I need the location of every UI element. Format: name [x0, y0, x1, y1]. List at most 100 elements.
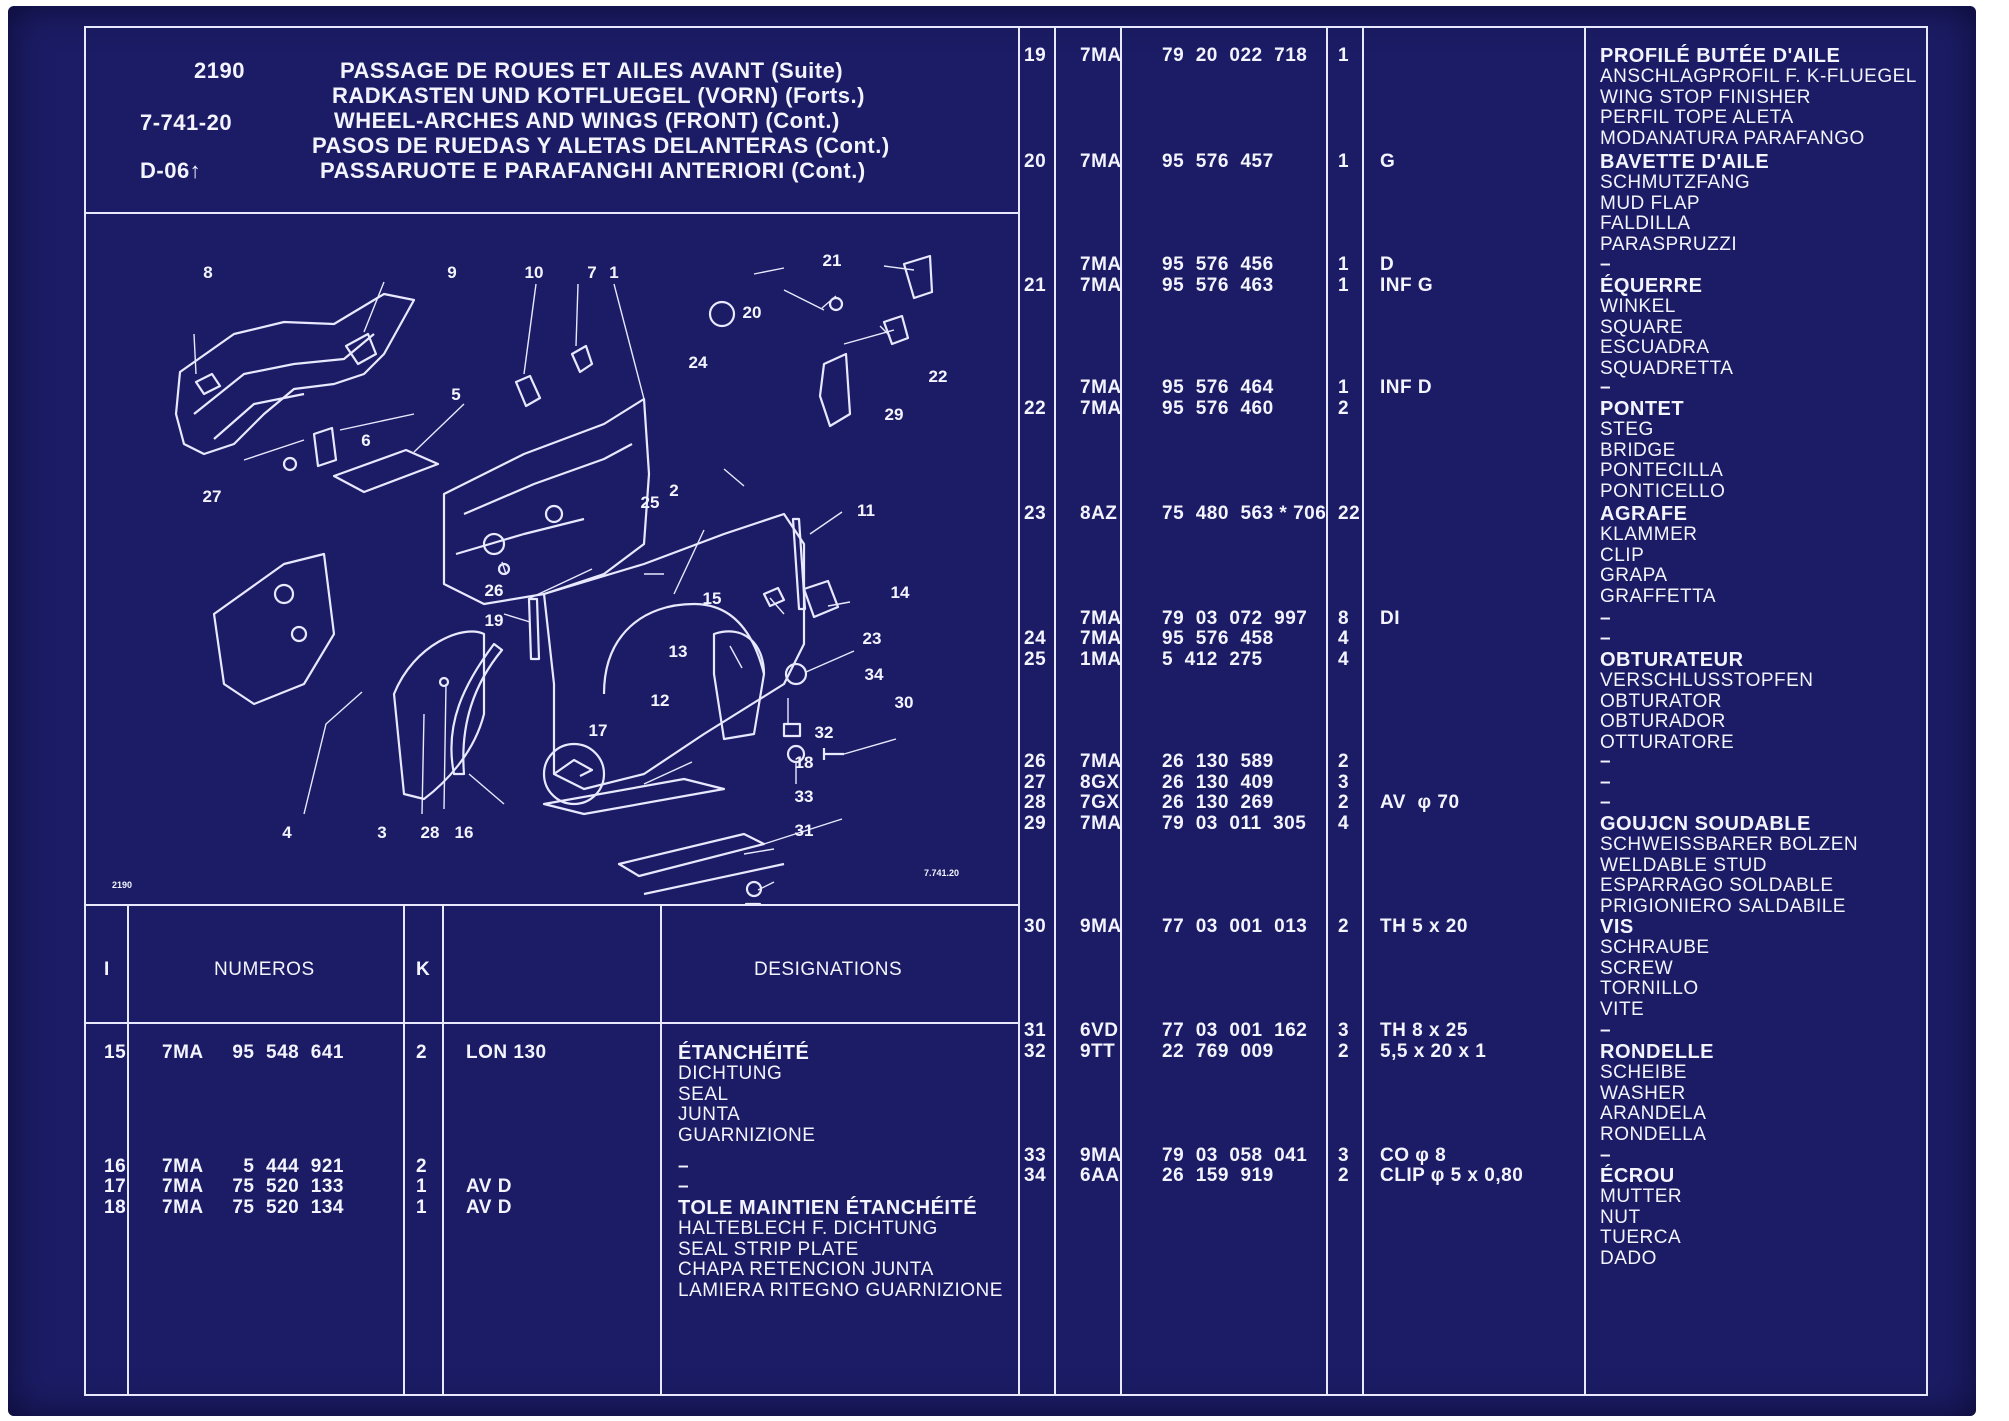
col-header-numeros: NUMEROS: [214, 959, 315, 980]
row-designation: JUNTA: [678, 1104, 741, 1126]
row-index: 23: [1024, 503, 1047, 524]
row-designation: OBTURATEUR: [1600, 649, 1744, 671]
table-header-line: [84, 1022, 1020, 1024]
row-note: DI: [1380, 608, 1400, 629]
row-qty: 2: [416, 1042, 428, 1063]
part-14: [802, 579, 840, 619]
row-qty: 8: [1338, 608, 1350, 629]
row-designation: BAVETTE D'AILE: [1600, 151, 1770, 173]
row-designation: CHAPA RETENCION JUNTA: [678, 1259, 934, 1281]
col-header-k: K: [416, 959, 431, 980]
row-note: AV D: [466, 1176, 512, 1197]
row-qty: 4: [1338, 813, 1350, 834]
row-designation: PERFIL TOPE ALETA: [1600, 107, 1794, 129]
row-number: 26 159 919: [1162, 1165, 1274, 1186]
callout-9: 9: [447, 263, 456, 282]
row-code: 8AZ: [1080, 503, 1118, 524]
blueprint-slide: 2190 7-741-20 D-06↑ PASSAGE DE ROUES ET …: [8, 6, 1976, 1416]
col-divider-k: [442, 904, 444, 1396]
row-designation: ÉTANCHÉITÉ: [678, 1042, 810, 1064]
row-qty: 3: [1338, 1020, 1350, 1041]
row-number: 22 769 009: [1162, 1041, 1274, 1062]
part-23: [784, 662, 808, 686]
front-apron: [442, 397, 651, 606]
part-24: [708, 300, 736, 328]
row-designation: –: [1600, 1020, 1612, 1041]
row-code: 7MA: [1080, 45, 1122, 66]
callout-numbers: 1 2 3 4 5 6 7 8 9 10 11 12 13 14 15 16 1…: [203, 251, 948, 842]
row-index: 26: [1024, 751, 1047, 772]
right-panel-frame: [1018, 26, 1928, 1396]
part-21: [902, 254, 934, 300]
right-col-divider-3: [1326, 26, 1328, 1396]
detail-callout: [542, 742, 606, 806]
row-number: 95 548 641: [232, 1042, 344, 1063]
row-qty: 1: [1338, 151, 1350, 172]
row-designation: TORNILLO: [1600, 978, 1699, 1000]
row-designation: VERSCHLUSSTOPFEN: [1600, 669, 1814, 691]
row-qty: 2: [1338, 792, 1350, 813]
row-designation: –: [678, 1156, 690, 1177]
row-code: 7MA: [1080, 151, 1122, 172]
row-designation: PONTICELLO: [1600, 481, 1726, 503]
row-index: 15: [104, 1042, 127, 1063]
callout-18: 18: [795, 753, 814, 772]
row-index: 33: [1024, 1145, 1047, 1166]
row-designation: WING STOP FINISHER: [1600, 86, 1811, 108]
part-5: [332, 448, 440, 494]
row-number: 75 520 134: [232, 1197, 344, 1218]
row-designation: PONTET: [1600, 398, 1685, 420]
row-number: 26 130 589: [1162, 751, 1274, 772]
row-number: 95 576 456: [1162, 254, 1274, 275]
part-10: [514, 374, 542, 408]
row-code: 7MA: [1080, 751, 1122, 772]
row-designation: –: [1600, 772, 1612, 793]
row-number: 26 130 269: [1162, 792, 1274, 813]
callout-23: 23: [863, 629, 882, 648]
row-number: 95 576 460: [1162, 398, 1274, 419]
row-number: 95 576 464: [1162, 377, 1274, 398]
callout-11: 11: [857, 501, 875, 520]
callout-15: 15: [703, 589, 722, 608]
row-designation: GRAFFETTA: [1600, 586, 1717, 608]
row-number: 26 130 409: [1162, 772, 1274, 793]
row-designation: VIS: [1600, 916, 1634, 938]
row-designation: SEAL STRIP PLATE: [678, 1238, 859, 1260]
diagram-corner-left: 2190: [112, 880, 132, 890]
row-note: AV φ 70: [1380, 792, 1460, 813]
row-number: 75 520 133: [232, 1176, 344, 1197]
part-17: [617, 832, 766, 878]
row-designation: AGRAFE: [1600, 503, 1688, 525]
row-designation: –: [678, 1176, 690, 1197]
callout-29: 29: [885, 405, 904, 424]
row-designation: OBTURATOR: [1600, 690, 1723, 712]
row-number: 77 03 001 013: [1162, 916, 1308, 937]
row-note: INF D: [1380, 377, 1433, 398]
row-qty: 3: [1338, 1145, 1350, 1166]
row-qty: 2: [1338, 1041, 1350, 1062]
row-index: 22: [1024, 398, 1047, 419]
row-designation: SQUADRETTA: [1600, 358, 1734, 380]
part-7: [570, 344, 594, 374]
row-note: G: [1380, 151, 1396, 172]
row-designation: –: [1600, 608, 1612, 629]
callout-25: 25: [641, 493, 660, 512]
row-designation: TUERCA: [1600, 1227, 1682, 1249]
row-number: 79 20 022 718: [1162, 45, 1308, 66]
callout-34: 34: [865, 665, 884, 684]
callout-19: 19: [485, 611, 504, 630]
row-number: 77 03 001 162: [1162, 1020, 1308, 1041]
row-qty: 2: [1338, 751, 1350, 772]
row-qty: 1: [1338, 377, 1350, 398]
row-designation: MUTTER: [1600, 1185, 1683, 1207]
right-col-divider-1: [1054, 26, 1056, 1396]
row-code: 7MA: [1080, 608, 1122, 629]
callout-4: 4: [282, 823, 292, 842]
row-designation: SCHEIBE: [1600, 1061, 1687, 1083]
row-designation: MODANATURA PARAFANGO: [1600, 128, 1865, 150]
row-code: 8GX: [1080, 772, 1120, 793]
row-code: 7MA: [1080, 254, 1122, 275]
title-fr: PASSAGE DE ROUES ET AILES AVANT (Suite): [340, 58, 844, 83]
right-col-divider-2: [1120, 26, 1122, 1396]
row-designation: ESPARRAGO SOLDABLE: [1600, 875, 1834, 897]
